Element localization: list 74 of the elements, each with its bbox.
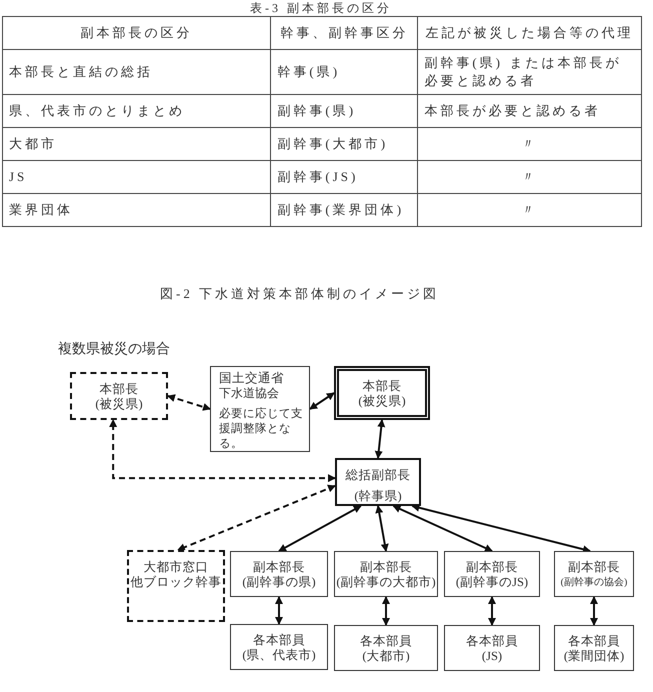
table-cell: 副幹事(業界団体) — [270, 194, 418, 226]
section-heading: 複数県被災の場合 — [58, 340, 170, 358]
box-text: 大都市窓口 — [142, 560, 210, 575]
box-text: (副幹事のJS) — [454, 575, 530, 590]
box-text: (副幹事の協会) — [560, 576, 628, 590]
box-text: 国土交通省 — [219, 371, 285, 386]
table-cell: 幹事(県) — [270, 50, 418, 94]
org-box — [334, 625, 438, 671]
diagram-title: 図-2 下水道対策本部体制のイメージ図 — [160, 285, 440, 303]
arrow — [392, 505, 493, 552]
box-text: 副本部長 — [359, 560, 413, 575]
arrow — [167, 394, 211, 411]
table-cell: 副幹事(県) — [270, 94, 418, 128]
table-cell: 副幹事(大都市) — [270, 128, 418, 160]
table-cell: 〃 — [418, 194, 642, 226]
box-text: 副本部長 — [567, 560, 621, 575]
header-cell: 幹事、副幹事区分 — [270, 16, 418, 50]
box-text: 他ブロック幹事 — [130, 575, 222, 590]
table-cell: 大都市 — [2, 128, 271, 160]
table-cell: 〃 — [418, 128, 642, 160]
box-text: (JS) — [480, 649, 504, 664]
box-text: 副本部長 — [252, 560, 306, 575]
box-text: 各本部員 — [567, 634, 621, 649]
org-box — [444, 625, 540, 671]
box-text: 下水道協会 — [219, 386, 280, 401]
org-box — [210, 366, 310, 452]
box-text: (幹事県) — [353, 489, 403, 504]
org-box — [335, 458, 421, 506]
header-cell: 副本部長の区分 — [2, 16, 271, 50]
table-cell: 本部長と直結の総括 — [2, 50, 271, 94]
arrow — [278, 505, 362, 552]
org-box — [334, 366, 430, 420]
box-text: 本部長 — [98, 382, 140, 397]
arrow — [590, 596, 598, 626]
table-cell: 県、代表市のとりまとめ — [2, 94, 271, 128]
arrow — [309, 392, 335, 410]
org-box — [70, 372, 168, 420]
box-text: 各本部員 — [465, 634, 519, 649]
table-cell: 〃 — [418, 160, 642, 194]
header-cell: 左記が被災した場合等の代理 — [418, 16, 642, 50]
box-text: (被災県) — [94, 397, 144, 412]
org-box — [554, 625, 634, 671]
arrow — [275, 596, 283, 625]
box-text: (副幹事の県) — [241, 575, 317, 590]
arrow — [374, 419, 386, 459]
arrow — [109, 419, 336, 482]
box-text: 副本部長 — [465, 560, 519, 575]
arrow — [488, 596, 496, 626]
table-cell: JS — [2, 160, 271, 194]
box-text: (県、代表市) — [241, 648, 317, 663]
box-text: (業間団体) — [562, 649, 626, 664]
org-box — [230, 551, 328, 597]
table-cell: 本部長が必要と認める者 — [418, 94, 642, 128]
org-box — [554, 551, 634, 597]
arrow — [177, 484, 336, 552]
box-text: (大都市) — [361, 649, 411, 664]
box-text: (副幹事の大都市) — [335, 575, 437, 590]
org-box — [230, 624, 328, 670]
box-text: 総括副部長 — [344, 468, 412, 483]
box-text: 必要に応じて支援調整隊となる。 — [219, 407, 304, 452]
org-box — [127, 550, 225, 622]
box-text: (被災県) — [357, 394, 407, 409]
table-cell: 副幹事(JS) — [270, 160, 418, 194]
org-box — [444, 551, 540, 597]
table-title: 表-3 副本部長の区分 — [250, 0, 392, 17]
box-text: 各本部員 — [252, 633, 306, 648]
arrow — [411, 504, 591, 554]
table-cell: 副幹事(県) または本部長が必要と認める者 — [418, 50, 642, 94]
box-text: 本部長 — [362, 379, 402, 394]
arrow — [375, 505, 389, 552]
box-text: 各本部員 — [359, 634, 413, 649]
arrow — [382, 596, 390, 626]
org-box — [334, 551, 438, 597]
table-cell: 業界団体 — [2, 194, 271, 226]
